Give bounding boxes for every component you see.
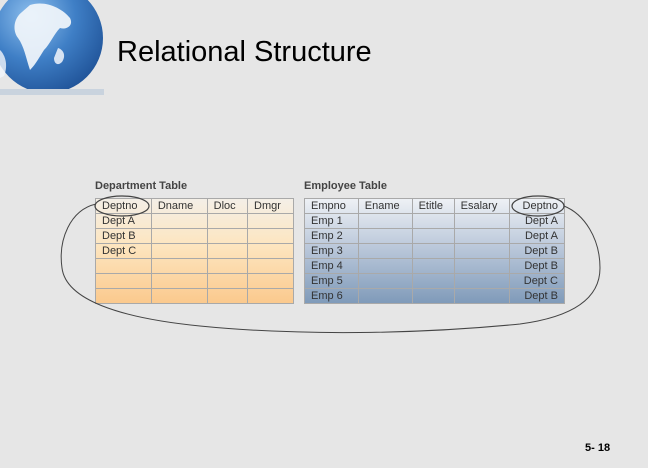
cell-etitle	[411, 288, 455, 304]
header-accent-bar	[0, 89, 104, 95]
cell-dmgr	[247, 288, 294, 304]
globe-icon	[0, 0, 104, 94]
dept-deptno-highlight-oval	[94, 195, 150, 217]
cell-deptno: Dept B	[509, 288, 565, 304]
employee-table: Empno Ename Etitle Esalary Deptno Emp 1 …	[304, 198, 565, 304]
emp-deptno-highlight-oval	[511, 195, 565, 217]
cell-dloc	[206, 288, 249, 304]
table-row: Dept B	[95, 228, 294, 244]
table-row: Emp 2 Dept A	[304, 228, 565, 244]
header-cell-etitle: Etitle	[411, 198, 455, 214]
header-cell-deptno: Deptno	[509, 198, 565, 214]
table-row: Emp 6 Dept B	[304, 288, 565, 304]
cell-empno: Emp 3	[304, 243, 359, 259]
table-row: Emp 4 Dept B	[304, 258, 565, 274]
table-row: Emp 3 Dept B	[304, 243, 565, 259]
employee-table-header-row: Empno Ename Etitle Esalary Deptno	[304, 198, 565, 214]
cell-deptno	[95, 288, 152, 304]
foreign-key-link-line	[60, 203, 601, 334]
header-cell-empno: Empno	[304, 198, 359, 214]
cell-empno: Emp 6	[304, 288, 359, 304]
department-table-caption: Department Table	[95, 180, 188, 192]
slide-title: Relational Structure	[117, 36, 372, 68]
table-row	[95, 258, 294, 274]
cell-deptno: Dept A	[95, 213, 152, 229]
header-cell-deptno: Deptno	[95, 198, 152, 214]
page-number: 5- 18	[585, 442, 611, 454]
cell-empno: Emp 1	[304, 213, 359, 229]
table-row	[95, 288, 294, 304]
cell-deptno: Dept B	[95, 228, 152, 244]
header-cell-esalary: Esalary	[453, 198, 511, 214]
cell-deptno: Dept B	[509, 258, 565, 274]
department-table: Deptno Dname Dloc Dmgr Dept A Dept B Dep…	[95, 198, 294, 304]
cell-deptno: Dept A	[509, 213, 565, 229]
table-row: Dept A	[95, 213, 294, 229]
employee-table-caption: Employee Table	[304, 180, 387, 192]
table-row	[95, 273, 294, 289]
cell-esalary	[453, 288, 511, 304]
table-row: Emp 1 Dept A	[304, 213, 565, 229]
cell-deptno: Dept B	[509, 243, 565, 259]
